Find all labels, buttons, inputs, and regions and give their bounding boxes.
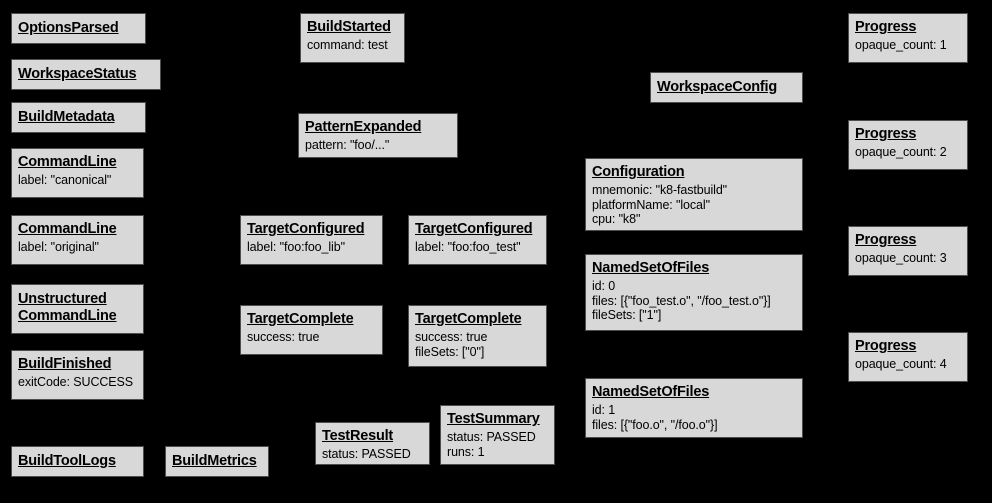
node-fields: opaque_count: 4 [855,356,947,371]
node-title: BuildMetadata [18,108,115,125]
node-title: Progress [855,126,917,142]
node-title: Unstructured CommandLine [18,291,117,324]
node-named-set-of-files-1[interactable]: NamedSetOfFiles id: 1 files: [{"foo.o", "… [585,378,803,438]
node-command-line-canonical[interactable]: CommandLine label: "canonical" [11,148,144,198]
node-fields: command: test [307,37,388,52]
node-target-configured-foo-test[interactable]: TargetConfigured label: "foo:foo_test" [408,215,547,265]
node-title: CommandLine [18,154,117,170]
node-fields: id: 0 files: [{"foo_test.o", "/foo_test.… [592,278,771,323]
node-target-complete-test[interactable]: TargetComplete success: true fileSets: ["… [408,305,547,367]
node-title: TargetConfigured [247,221,365,237]
node-fields: success: true [247,329,320,344]
node-title: Progress [855,232,917,248]
node-title: BuildMetrics [172,452,257,469]
node-title: Progress [855,338,917,354]
node-fields: label: "canonical" [18,172,112,187]
node-title: CommandLine [18,221,117,237]
node-progress-4[interactable]: Progress opaque_count: 4 [848,332,968,382]
node-fields: success: true fileSets: ["0"] [415,329,488,359]
node-named-set-of-files-0[interactable]: NamedSetOfFiles id: 0 files: [{"foo_test.… [585,254,803,331]
node-configuration[interactable]: Configuration mnemonic: "k8-fastbuild" pl… [585,158,803,231]
node-progress-2[interactable]: Progress opaque_count: 2 [848,120,968,170]
node-build-metrics[interactable]: BuildMetrics [165,446,269,477]
node-target-configured-foo-lib[interactable]: TargetConfigured label: "foo:foo_lib" [240,215,383,265]
node-title: BuildStarted [307,19,391,35]
node-title: BuildToolLogs [18,452,116,469]
node-fields: opaque_count: 2 [855,144,947,159]
node-command-line-original[interactable]: CommandLine label: "original" [11,215,144,265]
node-title: WorkspaceConfig [657,78,778,95]
node-title: Configuration [592,164,685,180]
node-fields: mnemonic: "k8-fastbuild" platformName: "… [592,182,728,227]
node-title: OptionsParsed [18,19,119,36]
node-fields: status: PASSED [322,446,411,461]
node-title: PatternExpanded [305,119,422,135]
node-fields: label: "foo:foo_lib" [247,239,345,254]
node-fields: pattern: "foo/..." [305,137,390,152]
node-progress-3[interactable]: Progress opaque_count: 3 [848,226,968,276]
node-title: TestSummary [447,411,540,427]
node-workspace-config[interactable]: WorkspaceConfig [650,72,803,103]
node-title: WorkspaceStatus [18,65,137,82]
node-fields: id: 1 files: [{"foo.o", "/foo.o"}] [592,402,718,432]
node-fields: opaque_count: 3 [855,250,947,265]
node-fields: label: "original" [18,239,99,254]
node-title: TargetConfigured [415,221,533,237]
node-pattern-expanded[interactable]: PatternExpanded pattern: "foo/..." [298,113,458,158]
node-fields: exitCode: SUCCESS [18,374,134,389]
node-build-finished[interactable]: BuildFinished exitCode: SUCCESS [11,350,144,400]
node-title: NamedSetOfFiles [592,384,710,400]
node-fields: opaque_count: 1 [855,37,947,52]
node-workspace-status[interactable]: WorkspaceStatus [11,59,161,90]
node-unstructured-command-line[interactable]: Unstructured CommandLine [11,284,144,334]
node-build-started[interactable]: BuildStarted command: test [300,13,405,63]
node-test-result[interactable]: TestResult status: PASSED [315,422,430,465]
node-build-tool-logs[interactable]: BuildToolLogs [11,446,144,477]
node-title: TargetComplete [247,311,354,327]
node-test-summary[interactable]: TestSummary status: PASSED runs: 1 [440,405,555,465]
node-progress-1[interactable]: Progress opaque_count: 1 [848,13,968,63]
node-target-complete-lib[interactable]: TargetComplete success: true [240,305,383,355]
node-options-parsed[interactable]: OptionsParsed [11,13,146,44]
node-fields: status: PASSED runs: 1 [447,429,536,459]
node-title: TargetComplete [415,311,522,327]
node-title: BuildFinished [18,356,112,372]
node-title: NamedSetOfFiles [592,260,710,276]
node-build-metadata[interactable]: BuildMetadata [11,102,146,133]
node-fields: label: "foo:foo_test" [415,239,521,254]
node-title: Progress [855,19,917,35]
node-title: TestResult [322,428,394,444]
